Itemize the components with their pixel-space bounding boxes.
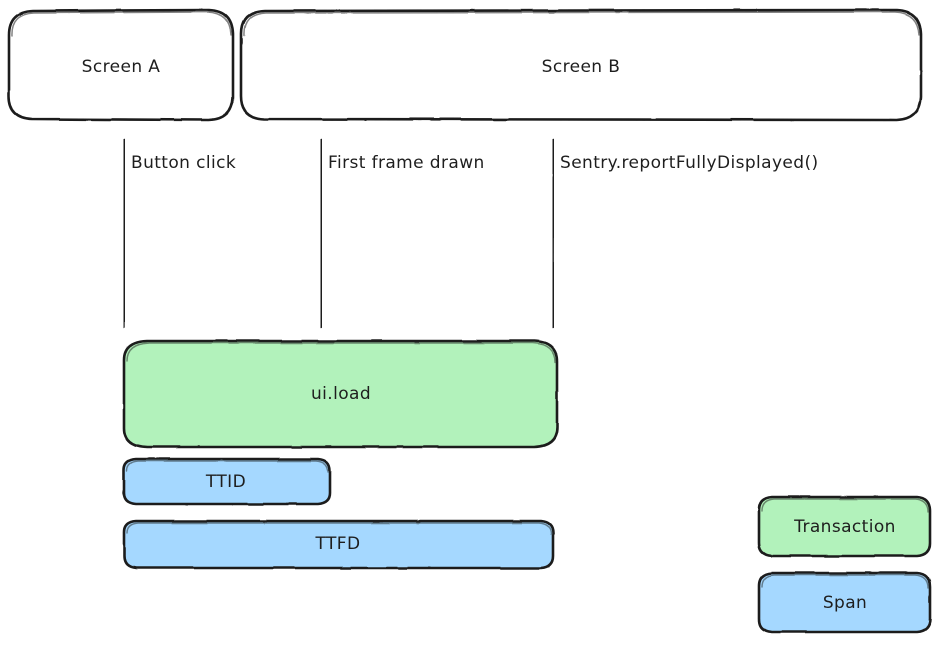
screen-b-label: Screen B [541, 57, 621, 77]
screen-a-label: Screen A [81, 57, 161, 77]
marker-label-first-frame-drawn: First frame drawn [328, 153, 485, 173]
marker-line-first-frame-drawn [319, 138, 323, 329]
screen-a-box[interactable] [7, 8, 235, 122]
bar-ttid[interactable] [122, 457, 332, 506]
bar-label-ttid: TTID [205, 472, 247, 492]
marker-line-report-fully-displayed [551, 138, 555, 329]
bar-label-ttfd: TTFD [315, 534, 361, 554]
legend-label-transaction: Transaction [794, 517, 896, 537]
legend-label-span: Span [822, 593, 868, 613]
bar-ui-load[interactable] [122, 339, 559, 449]
bar-label-ui-load: ui.load [310, 384, 372, 404]
legend-swatch-span[interactable] [757, 571, 932, 634]
marker-label-button-click: Button click [131, 153, 237, 173]
marker-line-button-click [122, 138, 126, 329]
legend-swatch-transaction[interactable] [757, 495, 932, 558]
screen-b-box[interactable] [239, 8, 923, 122]
bar-ttfd[interactable] [122, 519, 555, 570]
marker-label-report-fully-displayed: Sentry.reportFullyDisplayed() [560, 153, 819, 173]
